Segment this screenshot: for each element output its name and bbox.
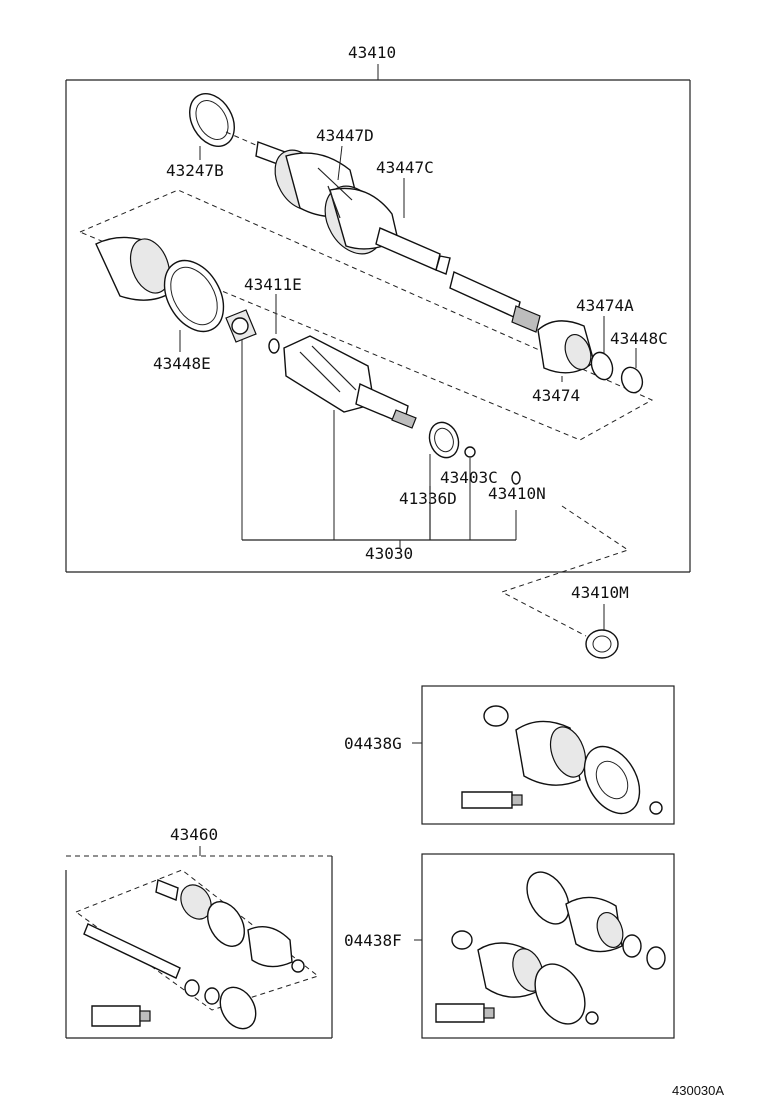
kit-inboard-parts [461, 705, 663, 815]
tripod-joint-43411E [225, 294, 280, 540]
kit-outboard-parts [435, 871, 666, 1025]
label-43247B[interactable]: 43247B [166, 161, 224, 180]
drive-shaft-outer [225, 131, 541, 333]
label-43474[interactable]: 43474 [532, 386, 580, 405]
inner-boot [95, 236, 225, 352]
bearing-43410M [585, 604, 619, 659]
inner-group-outline [79, 189, 654, 441]
label-04438F[interactable]: 04438F [344, 931, 402, 950]
label-43447C[interactable]: 43447C [376, 158, 434, 177]
label-43447D[interactable]: 43447D [316, 126, 374, 145]
figure-code: 430030A [672, 1083, 724, 1098]
second-assembly-frame [65, 846, 333, 1039]
dynamic-damper [537, 316, 644, 394]
label-43410M[interactable]: 43410M [571, 583, 629, 602]
label-43448C[interactable]: 43448C [610, 329, 668, 348]
inner-housing [283, 335, 417, 540]
second-group-outline [75, 869, 320, 1011]
main-assembly-frame [65, 64, 691, 573]
seal-and-clips [428, 421, 521, 540]
bearing-leader [500, 505, 630, 637]
label-43410N[interactable]: 43410N [488, 484, 546, 503]
label-43030[interactable]: 43030 [365, 544, 413, 563]
label-41336D[interactable]: 41336D [399, 489, 457, 508]
snap-ring-43247B [189, 93, 235, 160]
second-assembly-parts [83, 879, 305, 1030]
label-43410[interactable]: 43410 [348, 43, 396, 62]
kit-outboard-frame [414, 853, 675, 1039]
label-43460[interactable]: 43460 [170, 825, 218, 844]
label-43411E[interactable]: 43411E [244, 275, 302, 294]
label-43403C[interactable]: 43403C [440, 468, 498, 487]
kit-inboard-frame [412, 685, 675, 825]
bracket-43030 [242, 486, 516, 548]
label-43474A[interactable]: 43474A [576, 296, 634, 315]
label-43448E[interactable]: 43448E [153, 354, 211, 373]
label-04438G[interactable]: 04438G [344, 734, 402, 753]
